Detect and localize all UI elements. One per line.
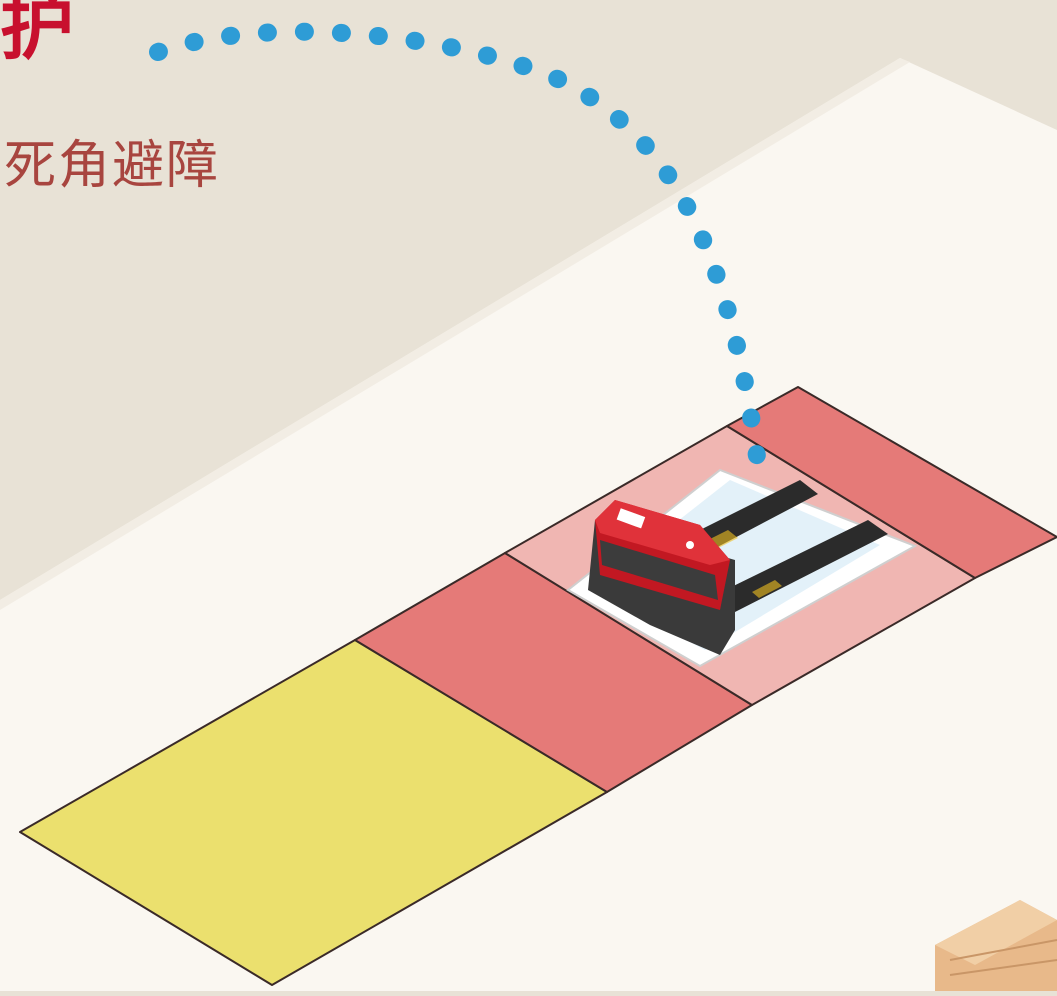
stop-zone-rear: [726, 386, 1057, 579]
fork-marker: [752, 580, 782, 598]
scan-path: [149, 22, 769, 489]
pallet-icon: [935, 900, 1057, 991]
feature-subtitle: 死角避障: [4, 136, 221, 196]
robot-icon: [588, 480, 888, 655]
robot-band: [600, 540, 718, 600]
robot-screen: [616, 508, 646, 529]
floor-edge: [0, 58, 910, 610]
page-title: 护: [0, 0, 74, 70]
robot-button: [686, 541, 694, 549]
